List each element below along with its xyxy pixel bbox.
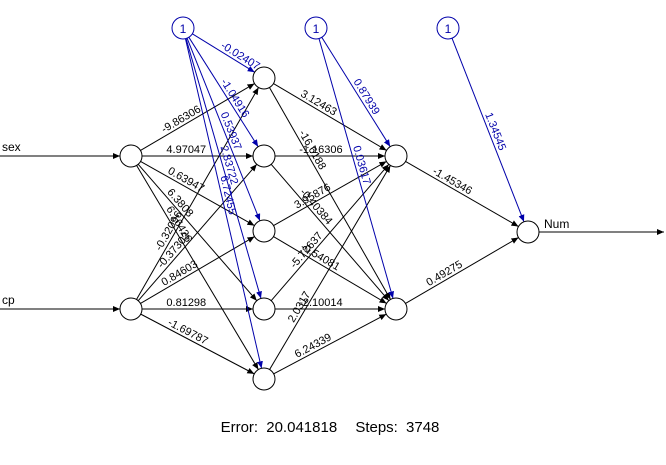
weight-label-i1-h1_4: -1.69787 (166, 317, 210, 348)
weight-label-i0-h1_0: -9.86306 (160, 103, 204, 135)
bias-label-b3-o0: 1.34545 (482, 111, 508, 152)
bias-label-b1-h1_0: -0.02407 (219, 40, 262, 73)
bias-label-b2-h2_0: 0.87939 (351, 77, 382, 117)
bias-edge-b3-o0 (451, 38, 525, 222)
bias-edge-b2-h2_1 (318, 38, 394, 299)
bias-edge-b1-h1_2 (186, 38, 261, 221)
bias-node-label-b3: 1 (445, 22, 452, 36)
weight-edge-h1_0-h2_0 (273, 83, 387, 151)
neuron-h1_3 (252, 297, 276, 321)
neuron-o0 (516, 220, 540, 244)
weight-edge-h1_4-h2_1 (273, 313, 387, 375)
bias-edge-b1-h1_3 (185, 38, 262, 299)
weight-label-h2_0-o0: -1.45346 (430, 165, 474, 197)
bias-node-b2 (304, 16, 328, 40)
neuron-h1_1 (252, 144, 276, 168)
weight-label-h1_3-h2_1: -2.10014 (299, 297, 342, 309)
bias-edge-b1-h1_0 (192, 33, 255, 73)
weight-edge-h1_2-h2_1 (273, 236, 387, 304)
weight-label-h2_1-o0: 0.49275 (424, 259, 464, 289)
bias-edge-b1-h1_4 (184, 38, 263, 369)
neuron-h1_2 (252, 219, 276, 243)
bias-node-b3 (436, 16, 460, 40)
neuron-h2_1 (384, 297, 408, 321)
weight-label-h1_4-h2_1: 6.24339 (293, 331, 334, 360)
output-label: Num (544, 217, 569, 231)
weight-edge-h2_1-o0 (405, 237, 519, 304)
neuron-h1_4 (252, 367, 276, 391)
error-label: Error: (221, 419, 259, 436)
weight-edge-i1-h1_1 (137, 163, 258, 302)
weight-edge-i1-h1_2 (140, 236, 255, 304)
weight-edge-i0-h1_0 (140, 83, 255, 151)
neuron-h2_0 (384, 144, 408, 168)
weight-label-h1_0-h2_0: 3.12463 (298, 88, 338, 119)
weight-edge-i1-h1_0 (136, 87, 259, 300)
bias-node-b1 (171, 16, 195, 40)
bias-edge-b1-h1_1 (188, 37, 259, 147)
weight-label-i0-h1_1: 4.97047 (166, 144, 206, 156)
footer-text: Error: 20.041818 Steps: 3748 (221, 419, 440, 436)
neuron-i1 (119, 297, 143, 321)
weight-edge-h1_4-h2_0 (269, 165, 391, 370)
weight-edge-h1_2-h2_0 (273, 160, 387, 227)
error-value: 20.041818 (266, 419, 337, 436)
weight-label-i1-h1_3: 0.81298 (166, 297, 206, 309)
weight-edge-h1_3-h2_0 (270, 164, 390, 301)
steps-value: 3748 (406, 419, 439, 436)
weight-edge-i1-h1_4 (140, 313, 255, 375)
neuron-h1_0 (252, 66, 276, 90)
input-label-cp: cp (2, 293, 15, 307)
steps-label: Steps: (355, 419, 398, 436)
weight-label-h1_1-h2_0: -1.16306 (299, 144, 342, 156)
bias-node-label-b2: 1 (313, 22, 320, 36)
weight-edge-h2_0-o0 (405, 161, 519, 227)
weight-edge-i0-h1_4 (136, 165, 259, 370)
input-label-sex: sex (2, 140, 21, 154)
neuron-i0 (119, 144, 143, 168)
bias-edge-b2-h2_0 (321, 37, 391, 147)
bias-node-label-b1: 1 (180, 22, 187, 36)
